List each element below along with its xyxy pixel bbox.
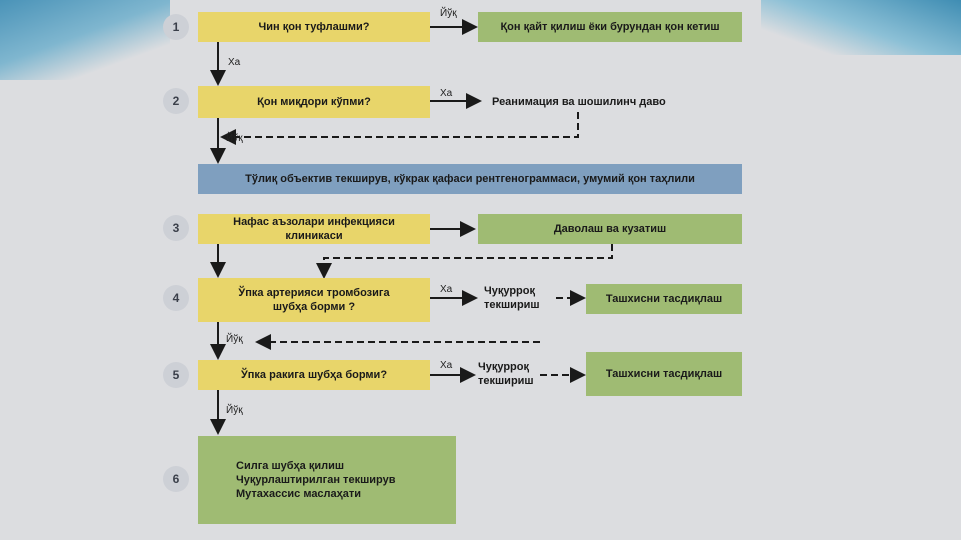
question-5-box: Ўпка ракига шубҳа борми? — [198, 360, 430, 390]
question-1-box: Чин қон туфлашми? — [198, 12, 430, 42]
final-line2: Чуқурлаштирилган текширув — [236, 474, 396, 486]
step-number-2: 2 — [163, 88, 189, 114]
step-number-5: 5 — [163, 362, 189, 388]
deeper-exam-5-line2: текшириш — [478, 375, 534, 387]
action-3-box: Даволаш ва кузатиш — [478, 214, 742, 244]
edge-label-q4-no: Йўқ — [226, 334, 243, 345]
question-4-line2: шубҳа борми ? — [272, 301, 356, 313]
dashed-return-q2 — [220, 112, 579, 145]
final-box: Силга шубҳа қилиш Чуқурлаштирилган текши… — [198, 436, 456, 524]
deeper-exam-4-line2: текшириш — [484, 299, 540, 311]
edge-label-q2-no: Йўқ — [226, 133, 243, 144]
question-4-line1: Ўпка артерияси тромбозига — [238, 287, 390, 299]
edge-label-q5-no: Йўқ — [226, 405, 243, 416]
edge-label-q1-yes: Ха — [228, 57, 241, 68]
decor-top-left — [0, 0, 170, 80]
edge-label-q2-yes: Ха — [440, 88, 453, 99]
action-1-box: Қон қайт қилиш ёки бурундан қон кетиш — [478, 12, 742, 42]
deeper-exam-5: Чуқурроқ текшириш — [478, 360, 534, 388]
deeper-exam-4-line1: Чуқурроқ — [484, 285, 535, 297]
step-number-1: 1 — [163, 14, 189, 40]
deeper-exam-4: Чуқурроқ текшириш — [484, 284, 540, 312]
action-2-text: Реанимация ва шошилинч даво — [492, 96, 666, 108]
dashed-return-q3 — [316, 244, 613, 279]
deeper-exam-5-line1: Чуқурроқ — [478, 361, 529, 373]
confirm-5-box: Ташхисни тасдиқлаш — [586, 352, 742, 396]
question-2-box: Қон миқдори кўпми? — [198, 86, 430, 118]
exam-bar: Тўлиқ объектив текширув, кўкрак қафаси р… — [198, 164, 742, 194]
step-number-4: 4 — [163, 285, 189, 311]
edge-label-q1-no: Йўқ — [440, 8, 457, 19]
final-line1: Силга шубҳа қилиш — [236, 460, 345, 472]
step-number-6: 6 — [163, 466, 189, 492]
question-3-box: Нафас аъзолари инфекцияси клиникаси — [198, 214, 430, 244]
decor-top-right — [761, 0, 961, 55]
question-4-box: Ўпка артерияси тромбозига шубҳа борми ? — [198, 278, 430, 322]
step-number-3: 3 — [163, 215, 189, 241]
edge-label-q5-yes: Ха — [440, 360, 453, 371]
final-line3: Мутахассис маслаҳати — [236, 488, 362, 500]
confirm-4-box: Ташхисни тасдиқлаш — [586, 284, 742, 314]
edge-label-q4-yes: Ха — [440, 284, 453, 295]
